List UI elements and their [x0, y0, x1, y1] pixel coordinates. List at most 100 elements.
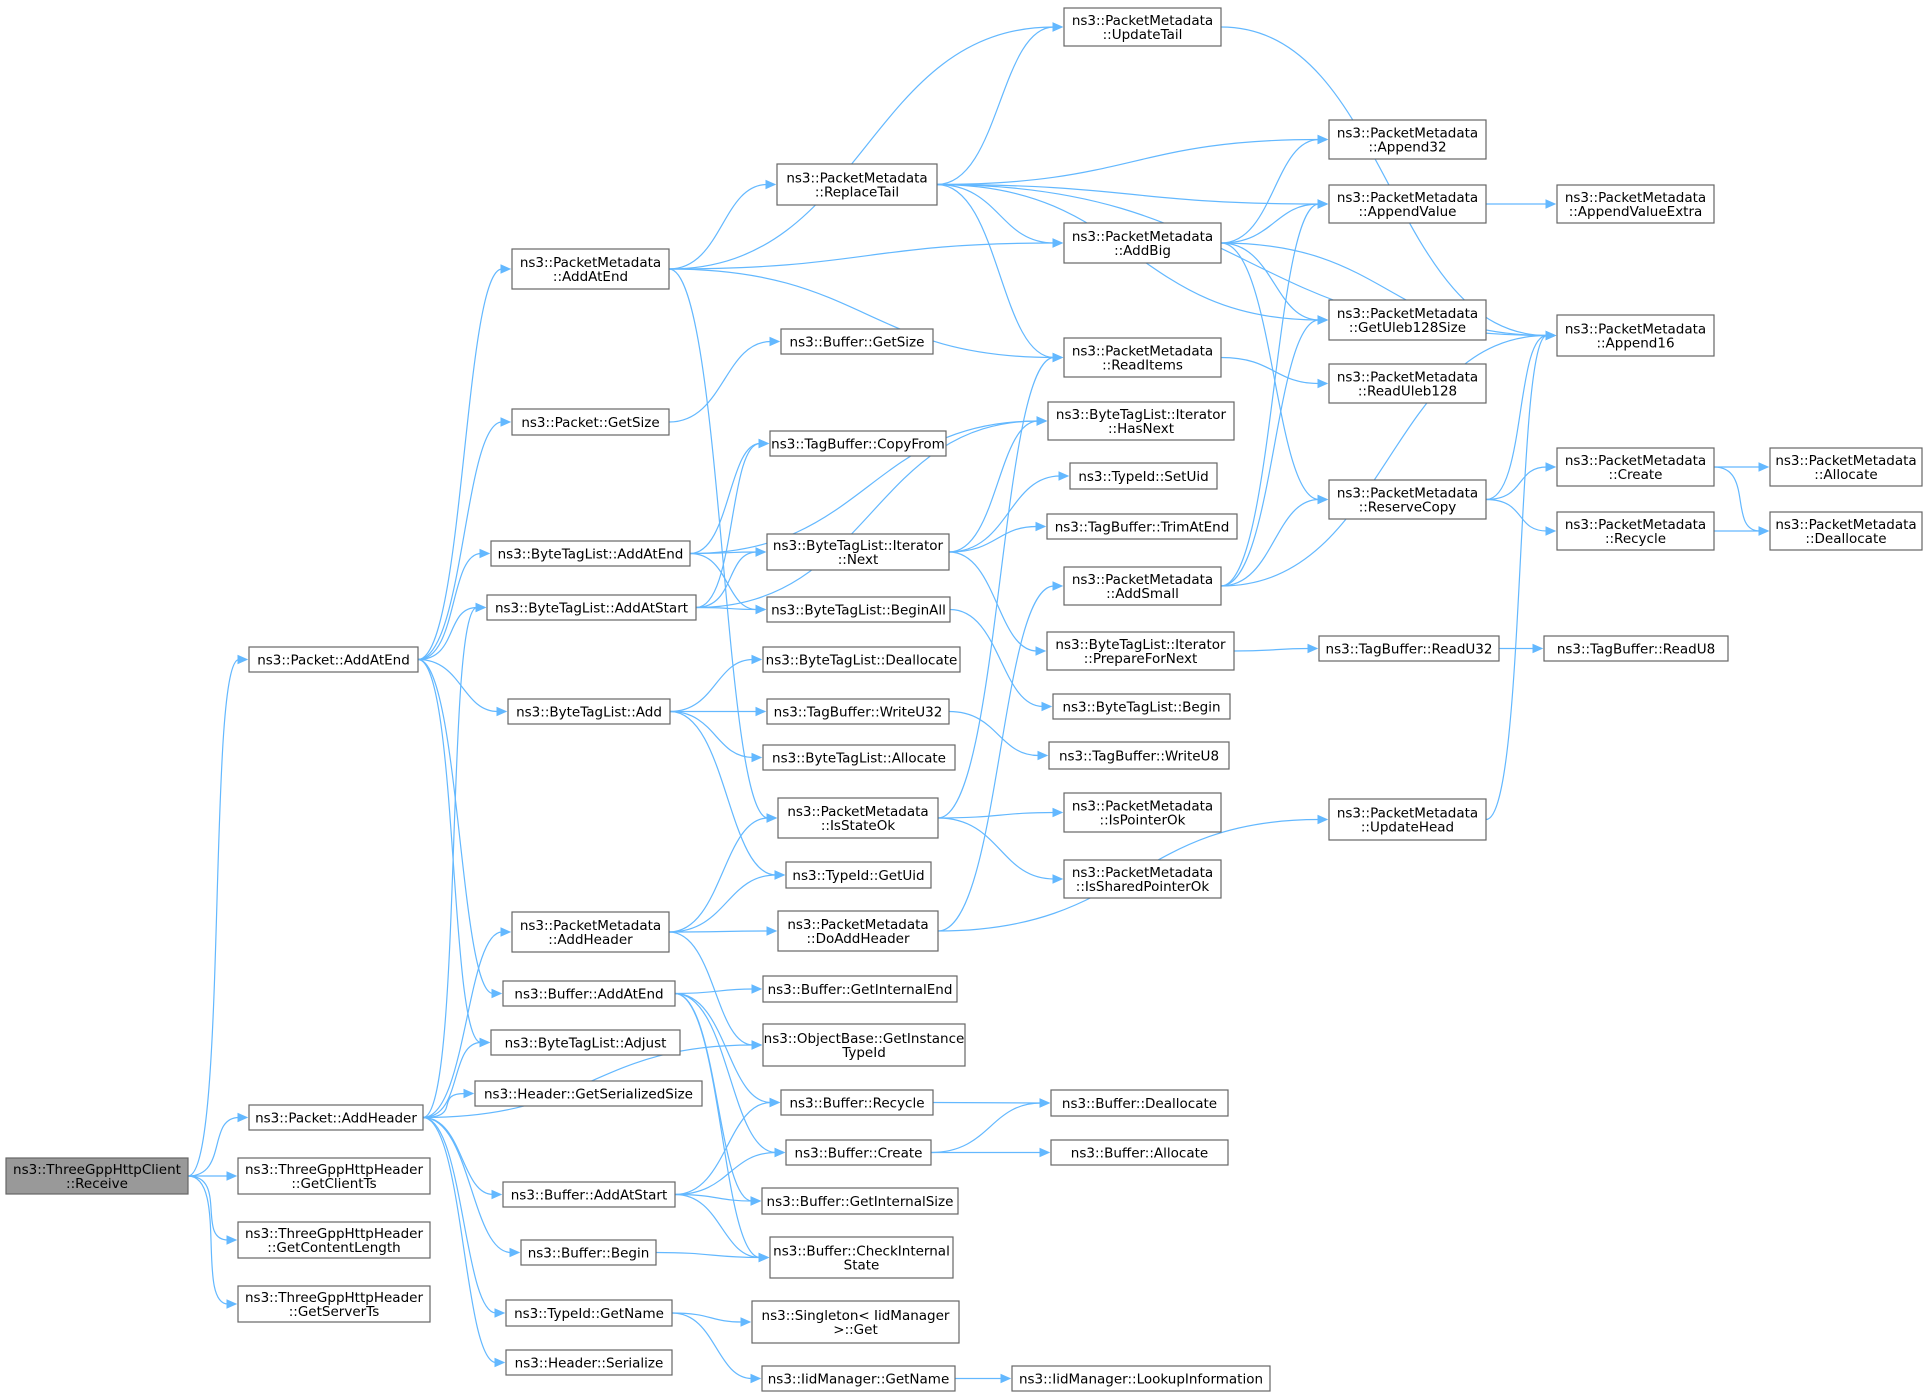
function-node[interactable]: ns3::ByteTagList::AddAtStart	[486, 594, 697, 621]
function-name-line: ns3::TagBuffer::CopyFrom	[771, 437, 945, 453]
function-name-line: State	[844, 1258, 880, 1274]
call-edge	[695, 604, 767, 615]
function-node[interactable]: ns3::PacketMetadata::ReadUleb128	[1328, 363, 1487, 404]
function-node[interactable]: ns3::IidManager::GetName	[761, 1365, 956, 1392]
function-node[interactable]: ns3::Buffer::Allocate	[1050, 1139, 1229, 1166]
function-name-line: ns3::ThreeGppHttpHeader	[245, 1290, 423, 1306]
function-node[interactable]: ns3::Buffer::GetInternalEnd	[762, 975, 958, 1003]
function-node[interactable]: ns3::PacketMetadata::DoAddHeader	[777, 910, 939, 952]
function-node[interactable]: ns3::IidManager::LookupInformation	[1011, 1365, 1271, 1392]
function-node[interactable]: ns3::TagBuffer::ReadU32	[1318, 635, 1500, 662]
call-edge	[187, 654, 249, 1177]
function-node[interactable]: ns3::PacketMetadata::Append32	[1328, 119, 1487, 160]
function-node[interactable]: ns3::ThreeGppHttpHeader::GetClientTs	[237, 1157, 431, 1195]
function-node[interactable]: ns3::ByteTagList::Deallocate	[762, 646, 961, 673]
function-name-line: ns3::PacketMetadata	[1072, 865, 1213, 881]
function-node[interactable]: ns3::Packet::AddAtEnd	[248, 646, 419, 673]
function-node[interactable]: ns3::TypeId::GetName	[505, 1299, 673, 1327]
function-name-line: ns3::PacketMetadata	[1337, 126, 1478, 142]
function-node[interactable]: ns3::PacketMetadata::AddSmall	[1063, 566, 1222, 606]
function-name-line: ns3::PacketMetadata	[1337, 486, 1478, 502]
function-node[interactable]: ns3::ByteTagList::AddAtEnd	[490, 540, 691, 567]
function-node[interactable]: ns3::ByteTagList::Iterator::HasNext	[1047, 401, 1235, 441]
function-node[interactable]: ns3::Buffer::AddAtStart	[502, 1181, 676, 1208]
function-name-line: ns3::PacketMetadata	[1565, 190, 1706, 206]
function-node[interactable]: ns3::PacketMetadata::Create	[1556, 447, 1715, 487]
function-name-line: ns3::Singleton< IidManager	[762, 1308, 950, 1324]
function-node[interactable]: ns3::Packet::AddHeader	[248, 1104, 424, 1131]
function-node[interactable]: ns3::TagBuffer::ReadU8	[1543, 635, 1729, 662]
function-node[interactable]: ns3::TagBuffer::WriteU32	[766, 698, 950, 725]
call-edge	[668, 179, 777, 270]
function-node[interactable]: ns3::PacketMetadata::GetUleb128Size	[1328, 299, 1487, 341]
call-edge	[670, 706, 767, 717]
function-node[interactable]: ns3::ByteTagList::Add	[507, 698, 671, 725]
function-node[interactable]: ns3::Buffer::Create	[785, 1139, 932, 1166]
call-edge	[674, 1147, 786, 1196]
function-node[interactable]: ns3::PacketMetadata::IsSharedPointerOk	[1063, 859, 1222, 899]
function-name-line: ns3::Buffer::GetSize	[790, 335, 925, 351]
function-node[interactable]: ns3::TagBuffer::TrimAtEnd	[1046, 513, 1238, 540]
call-edge	[936, 183, 1064, 248]
function-node[interactable]: ns3::TagBuffer::WriteU8	[1048, 741, 1230, 770]
function-node[interactable]: ns3::PacketMetadata::AddHeader	[511, 911, 670, 953]
function-node[interactable]: ns3::PacketMetadata::Append16	[1556, 314, 1715, 357]
function-name-line: ::ReadUleb128	[1358, 384, 1457, 400]
function-node[interactable]: ns3::Header::Serialize	[505, 1349, 673, 1376]
call-edge	[1713, 466, 1770, 536]
function-name-line: ns3::Buffer::Allocate	[1071, 1146, 1208, 1162]
function-node[interactable]: ns3::PacketMetadata::ReadItems	[1063, 337, 1222, 378]
call-edge	[1220, 134, 1329, 244]
function-node[interactable]: ns3::PacketMetadata::UpdateTail	[1063, 7, 1222, 47]
function-node[interactable]: ns3::ByteTagList::Allocate	[762, 744, 956, 771]
function-node[interactable]: ns3::Buffer::Recycle	[780, 1089, 934, 1116]
function-node[interactable]: ns3::Header::GetSerializedSize	[474, 1080, 703, 1107]
function-name-line: ns3::ThreeGppHttpHeader	[245, 1226, 423, 1242]
function-node[interactable]: ns3::PacketMetadata::ReserveCopy	[1328, 479, 1487, 520]
function-node[interactable]: ns3::TypeId::SetUid	[1069, 462, 1218, 490]
root-function-node[interactable]: ns3::ThreeGppHttpClient::Receive	[5, 1157, 189, 1195]
function-node[interactable]: ns3::PacketMetadata::Recycle	[1556, 511, 1715, 551]
function-node[interactable]: ns3::PacketMetadata::Deallocate	[1769, 511, 1923, 551]
function-node[interactable]: ns3::Buffer::AddAtEnd	[502, 980, 676, 1007]
function-node[interactable]: ns3::Packet::GetSize	[511, 408, 670, 436]
function-node[interactable]: ns3::PacketMetadata::IsPointerOk	[1063, 792, 1222, 833]
function-node[interactable]: ns3::PacketMetadata::IsStateOk	[777, 797, 939, 839]
function-node[interactable]: ns3::PacketMetadata::UpdateHead	[1328, 798, 1487, 841]
function-node[interactable]: ns3::ByteTagList::Iterator::PrepareForNe…	[1046, 631, 1235, 671]
function-node[interactable]: ns3::TypeId::GetUid	[785, 861, 932, 889]
function-node[interactable]: ns3::PacketMetadata::AddBig	[1063, 222, 1222, 264]
function-node[interactable]: ns3::PacketMetadata::AppendValueExtra	[1556, 184, 1715, 224]
function-node[interactable]: ns3::ThreeGppHttpHeader::GetServerTs	[237, 1285, 431, 1323]
call-edge	[422, 1088, 475, 1119]
function-node[interactable]: ns3::Buffer::GetInternalSize	[761, 1187, 959, 1215]
function-node[interactable]: ns3::ByteTagList::Adjust	[490, 1029, 681, 1056]
function-node[interactable]: ns3::ByteTagList::Iterator::Next	[766, 533, 950, 571]
function-node[interactable]: ns3::ThreeGppHttpHeader::GetContentLengt…	[237, 1221, 431, 1259]
function-name-line: ::Receive	[66, 1176, 128, 1192]
call-edge	[417, 264, 512, 661]
function-node[interactable]: ns3::PacketMetadata::AddAtEnd	[511, 248, 670, 290]
function-node[interactable]: ns3::Singleton< IidManager>::Get	[751, 1300, 960, 1344]
function-node[interactable]: ns3::ByteTagList::BeginAll	[766, 596, 951, 623]
function-node[interactable]: ns3::Buffer::GetSize	[780, 328, 934, 355]
function-node[interactable]: ns3::ByteTagList::Begin	[1052, 693, 1231, 720]
call-edge	[937, 817, 1064, 884]
function-name-line: ::Allocate	[1814, 467, 1877, 483]
function-node[interactable]: ns3::PacketMetadata::AppendValue	[1328, 184, 1487, 224]
function-name-line: ::HasNext	[1108, 421, 1174, 437]
function-node[interactable]: ns3::TagBuffer::CopyFrom	[769, 430, 947, 457]
call-edge	[1485, 330, 1557, 501]
function-node[interactable]: ns3::Buffer::Deallocate	[1050, 1089, 1229, 1117]
function-node[interactable]: ns3::PacketMetadata::Allocate	[1769, 447, 1923, 487]
function-name-line: ns3::ByteTagList::AddAtEnd	[498, 547, 684, 563]
function-node[interactable]: ns3::PacketMetadata::ReplaceTail	[776, 163, 938, 206]
function-node[interactable]: ns3::Buffer::Begin	[520, 1239, 657, 1266]
function-name-line: ::DoAddHeader	[806, 931, 909, 947]
function-name-line: ::AddAtEnd	[553, 269, 628, 285]
call-edge	[937, 352, 1064, 819]
function-name-line: ns3::PacketMetadata	[1775, 453, 1916, 469]
call-edge	[1220, 315, 1329, 587]
